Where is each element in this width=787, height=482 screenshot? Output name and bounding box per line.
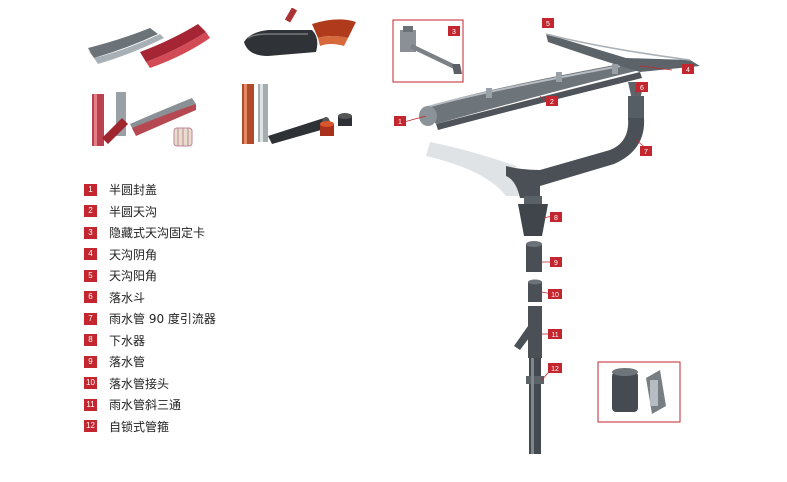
legend-item: 7 雨水管 90 度引流器 [84,308,216,330]
gutter-run [419,33,700,130]
svg-text:6: 6 [640,85,644,92]
legend-item: 6 落水斗 [84,287,216,309]
legend-number-badge: 1 [84,183,97,196]
pipe-clip-illustration [612,368,666,414]
legend-label: 自锁式管箍 [109,419,170,434]
legend-number-badge: 12 [84,420,97,433]
legend-label: 天沟阳角 [109,269,158,284]
legend-item: 2 半圆天沟 [84,201,216,223]
callout-badge-5: 5 [542,18,554,28]
legend-number-badge: 4 [84,248,97,261]
svg-text:9: 9 [554,260,558,267]
legend-label: 落水管 [109,355,146,370]
legend-number-badge: 10 [84,377,97,390]
legend-item: 10 落水管接头 [84,373,216,395]
callout-badge-12: 12 [548,363,562,373]
svg-text:5: 5 [546,21,550,28]
legend-number-badge: 7 [84,312,97,325]
svg-text:4: 4 [686,67,690,74]
legend-label: 天沟阴角 [109,247,158,262]
callout-badge-2: 2 [546,96,558,106]
legend-number-badge: 9 [84,355,97,368]
callout-badge-10: 10 [548,289,562,299]
svg-text:12: 12 [551,366,559,373]
svg-text:7: 7 [644,149,648,156]
svg-text:8: 8 [554,215,558,222]
legend-label: 落水斗 [109,290,146,305]
svg-text:3: 3 [452,29,456,36]
photo-outlets-strainers [92,92,196,147]
callout-badge-1: 1 [394,116,406,126]
legend-label: 半圆天沟 [109,204,158,219]
photo-downpipes [242,84,352,144]
svg-text:11: 11 [551,332,558,339]
callout-badge-3: 3 [448,26,460,36]
legend-number-badge: 5 [84,269,97,282]
photo-gutter-halves [88,24,210,68]
legend-label: 半圆封盖 [109,183,158,198]
callout-badge-11: 11 [548,329,562,339]
legend-item: 11 雨水管斜三通 [84,394,216,416]
callout-badge-9: 9 [550,257,562,267]
svg-text:10: 10 [551,292,559,299]
legend-number-badge: 2 [84,205,97,218]
parts-legend: 1 半圆封盖 2 半圆天沟 3 隐藏式天沟固定卡 4 天沟阴角 5 天沟阳角 6 落水斗 7… [84,179,216,437]
legend-item: 4 天沟阴角 [84,244,216,266]
callout-badge-7: 7 [640,146,652,156]
legend-item: 8 下水器 [84,330,216,352]
inset-clip-box [597,361,681,423]
legend-label: 落水管接头 [109,376,170,391]
legend-label: 隐藏式天沟固定卡 [109,226,206,241]
photo-gutter-copper [244,8,356,56]
legend-number-badge: 6 [84,291,97,304]
legend-item: 12 自锁式管箍 [84,416,216,438]
callout-badge-4: 4 [682,64,694,74]
legend-number-badge: 3 [84,226,97,239]
callout-badge-6: 6 [636,82,648,92]
hidden-hanger-illustration [400,26,462,74]
callout-badge-8: 8 [550,212,562,222]
legend-number-badge: 8 [84,334,97,347]
legend-label: 下水器 [109,333,146,348]
legend-item: 3 隐藏式天沟固定卡 [84,222,216,244]
legend-item: 9 落水管 [84,351,216,373]
legend-item: 1 半圆封盖 [84,179,216,201]
legend-number-badge: 11 [84,398,97,411]
svg-text:2: 2 [550,99,554,106]
downpipe-assembly [426,82,645,454]
legend-item: 5 天沟阳角 [84,265,216,287]
legend-label: 雨水管 90 度引流器 [109,312,216,327]
legend-label: 雨水管斜三通 [109,398,182,413]
svg-text:1: 1 [398,119,402,126]
